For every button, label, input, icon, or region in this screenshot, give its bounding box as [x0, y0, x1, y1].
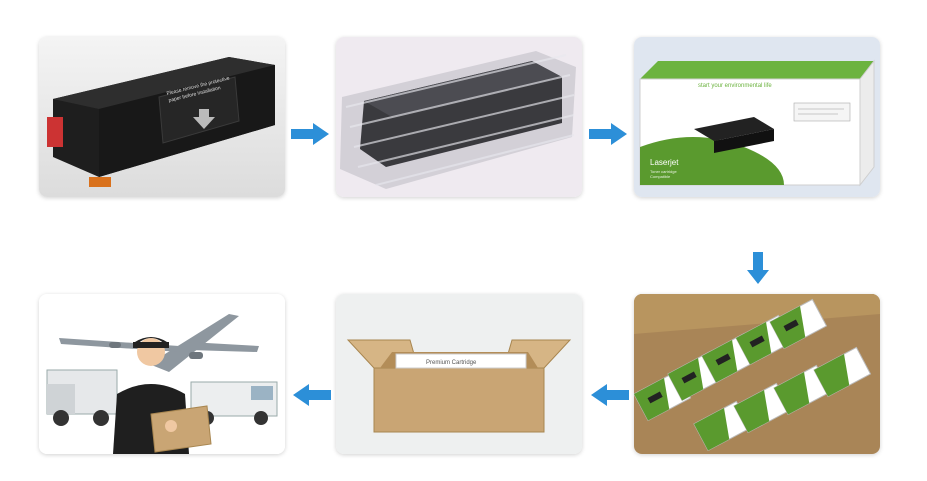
step-1-toner-cartridge-image: Please remove the protective paper befor…	[39, 37, 285, 197]
step-4-boxes-in-carton-image	[634, 294, 880, 454]
box-tagline: start your environmental life	[698, 83, 772, 89]
arrow-right-icon	[291, 123, 329, 145]
box-brand: Laserjet	[650, 158, 679, 167]
arrow-down-icon	[747, 252, 769, 284]
step-3-retail-box-image: start your environmental life Laserjet T…	[634, 37, 880, 197]
box-sub-line-2: Compatible	[650, 174, 671, 179]
step-6-global-delivery-image	[39, 294, 285, 454]
step-2-bubble-bag-image	[336, 37, 582, 197]
arrow-right-icon	[589, 123, 627, 145]
arrow-left-icon	[591, 384, 629, 406]
step-5-shipping-carton-image: Premium Cartridge	[336, 294, 582, 454]
carton-insert-text: Premium Cartridge	[426, 360, 477, 366]
arrow-left-icon	[293, 384, 331, 406]
box-sub-line-1: Toner cartridge	[650, 169, 677, 174]
